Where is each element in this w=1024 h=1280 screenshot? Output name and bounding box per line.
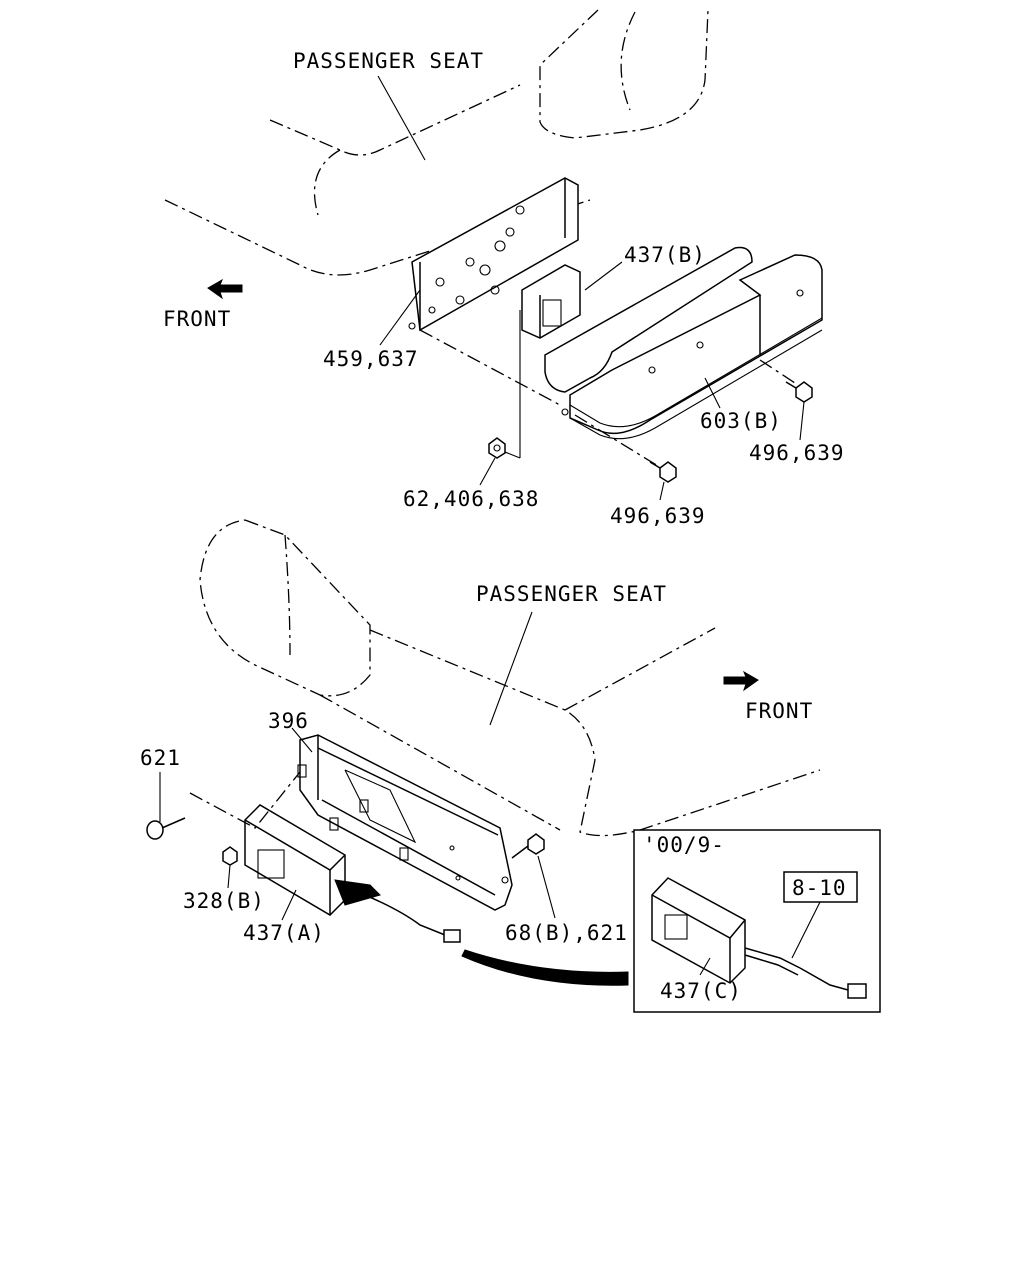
top-label-62-406-638: 62,406,638 xyxy=(403,487,539,511)
bottom-nut-328b-icon xyxy=(222,846,238,866)
bottom-front-label: FRONT xyxy=(745,699,813,723)
bottom-bracket-leader xyxy=(291,727,313,753)
bottom-sensor-437a xyxy=(244,804,461,943)
top-label-603b: 603(B) xyxy=(700,409,782,433)
inset-sensor-437c xyxy=(651,877,867,999)
bottom-label-396: 396 xyxy=(268,709,309,733)
top-assembly-line-3 xyxy=(759,359,799,386)
top-bolt-lower-icon xyxy=(649,461,677,483)
bottom-label-328b: 328(B) xyxy=(183,889,265,913)
inset-date-label: '00/9- xyxy=(643,833,725,857)
top-assembly-line-2 xyxy=(574,414,659,467)
inset-ref-leader xyxy=(791,901,821,959)
top-front-arrow-icon xyxy=(207,278,243,300)
top-nut-leader-2 xyxy=(504,451,521,459)
bottom-bolt-leader xyxy=(537,855,556,919)
top-label-496-639-right: 496,639 xyxy=(749,441,845,465)
top-assembly-line-1 xyxy=(419,329,561,406)
top-front-label: FRONT xyxy=(163,307,231,331)
top-bracket-leader xyxy=(379,289,421,346)
bottom-label-621: 621 xyxy=(140,746,181,770)
top-sensor-437b xyxy=(521,264,581,339)
top-bracket-plate xyxy=(408,177,579,332)
bottom-front-arrow-icon xyxy=(723,670,759,692)
bottom-label-437a: 437(A) xyxy=(243,921,325,945)
bottom-nut-leader xyxy=(227,864,231,889)
bottom-bracket-396 xyxy=(297,734,513,911)
top-nut-icon xyxy=(488,437,506,459)
top-rail-cover-603b xyxy=(544,246,823,440)
bottom-seat-label: PASSENGER SEAT xyxy=(476,582,667,606)
top-seat-outline xyxy=(164,9,709,276)
top-sensor-leader xyxy=(584,261,623,291)
bottom-label-68b-621: 68(B),621 xyxy=(505,921,628,945)
bottom-screw-path xyxy=(189,771,301,829)
bottom-seat-leader xyxy=(489,611,533,726)
top-bolt-right-icon xyxy=(785,381,813,403)
top-label-437b: 437(B) xyxy=(624,243,706,267)
bottom-seat-outline xyxy=(199,519,821,837)
top-seat-label: PASSENGER SEAT xyxy=(293,49,484,73)
top-nut-leader xyxy=(479,457,496,486)
top-label-459-637: 459,637 xyxy=(323,347,419,371)
bottom-screw-621-icon xyxy=(146,817,186,840)
top-cover-leader xyxy=(704,377,721,409)
inset-frame xyxy=(633,829,881,1013)
inset-label-437c: 437(C) xyxy=(660,979,742,1003)
inset-sensor-leader xyxy=(699,957,711,976)
top-bolt-lower-leader xyxy=(659,481,665,501)
inset-pointer-arrow xyxy=(461,949,629,986)
top-label-496-639-lower: 496,639 xyxy=(610,504,706,528)
bottom-sensor-leader xyxy=(281,889,297,921)
top-bolt-right-leader xyxy=(799,401,805,441)
bottom-bolt-68b-icon xyxy=(511,833,545,859)
top-seat-leader xyxy=(377,75,426,161)
inset-ref-box xyxy=(783,871,858,903)
inset-ref-label: 8-10 xyxy=(792,876,847,900)
